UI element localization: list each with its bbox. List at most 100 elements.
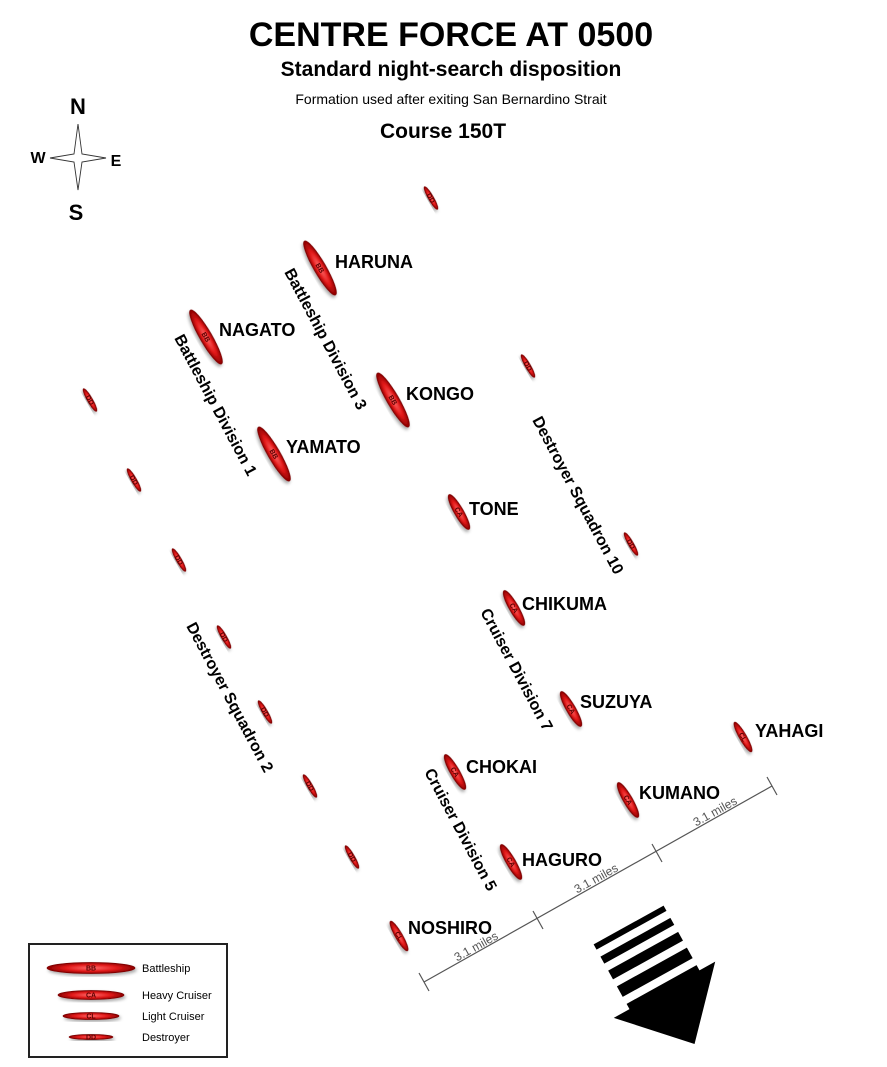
ship-name-label: YAHAGI [755, 721, 823, 741]
compass-star-icon [49, 123, 107, 191]
ship-class-label: DD [522, 360, 533, 372]
ship-class-label: BB [268, 448, 279, 460]
ship-name-label: YAMATO [286, 437, 361, 457]
page-title: CENTRE FORCE AT 0500 [249, 16, 653, 54]
ship-name-label: KUMANO [639, 783, 720, 803]
destroyer: DD [344, 845, 360, 869]
ship-hull [423, 186, 439, 210]
ship-class-label: CA [453, 506, 464, 518]
ship-class-label: DD [218, 631, 229, 643]
ship-name-label: HARUNA [335, 252, 413, 272]
ship-chokai: CA [443, 754, 467, 790]
legend-class: DD [86, 1035, 96, 1042]
distance-scale [418, 776, 778, 992]
compass-rose: N S W E [30, 94, 121, 225]
ship-class-label: DD [84, 394, 95, 406]
ship-class-label: CA [622, 794, 633, 806]
ship-haruna: BB [303, 240, 337, 296]
ship-class-label: BB [200, 331, 211, 343]
ship-class-label: CL [393, 931, 404, 943]
legend-swatch [46, 962, 136, 974]
ship-hull [443, 754, 467, 790]
ship-noshiro: CL [389, 920, 409, 952]
legend-label: Light Cruiser [142, 1011, 205, 1023]
page-description: Formation used after exiting San Bernard… [295, 91, 606, 107]
ship-tone: CA [447, 494, 471, 530]
ship-hull [499, 844, 523, 880]
ship-name-label: CHOKAI [466, 757, 537, 777]
destroyer: DD [216, 625, 232, 649]
course-label: Course 150T [380, 120, 506, 143]
legend-label: Heavy Cruiser [142, 990, 212, 1002]
ship-hull [447, 494, 471, 530]
arrow-stripe [600, 917, 675, 964]
scale-tick [418, 972, 430, 992]
ship-kumano: CA [616, 782, 640, 818]
ship-hull [389, 920, 409, 952]
destroyer: DD [82, 388, 98, 412]
arrow-stripe [616, 947, 693, 997]
ship-nagato: BB [189, 309, 223, 365]
destroyer: DD [423, 186, 439, 210]
ship-hull [126, 468, 142, 492]
ship-class-label: DD [173, 554, 184, 566]
ship-hull [302, 774, 318, 798]
compass-south: S [69, 200, 84, 225]
ship-hull [344, 845, 360, 869]
ship-hull [189, 309, 223, 365]
legend-swatch [62, 1012, 120, 1020]
legend-swatch [68, 1034, 114, 1040]
scale-tick [532, 910, 544, 930]
ship-hull [82, 388, 98, 412]
ship-hull [303, 240, 337, 296]
ship-class-label: DD [625, 538, 636, 550]
ship-class-label: CL [737, 732, 748, 744]
scale-tick [651, 843, 663, 863]
ship-class-label: DD [304, 780, 315, 792]
course-arrow [593, 905, 716, 1044]
ship-hull [216, 625, 232, 649]
compass-west: W [30, 150, 46, 167]
ship-chikuma: CA [502, 590, 526, 626]
legend-class: CL [86, 1014, 96, 1021]
destroyer: DD [302, 774, 318, 798]
destroyer: DD [257, 700, 273, 724]
destroyer: DD [623, 532, 639, 556]
ship-hull [559, 691, 583, 727]
ship-hull [623, 532, 639, 556]
ship-class-label: DD [425, 192, 436, 204]
arrow-stripe [608, 931, 683, 980]
ship-name-label: NOSHIRO [408, 918, 492, 938]
ship-hull [257, 700, 273, 724]
ship-hull [502, 590, 526, 626]
ship-hull [376, 372, 410, 428]
legend-swatch [57, 990, 125, 1000]
ship-class-label: BB [387, 394, 398, 406]
ship-class-label: DD [346, 851, 357, 863]
legend-class: CA [86, 993, 96, 1000]
legend-box [28, 943, 228, 1058]
legend-item: CA Heavy Cruiser [57, 990, 212, 1002]
ship-yamato: BB [257, 426, 291, 482]
scale-line [423, 785, 773, 983]
ship-haguro: CA [499, 844, 523, 880]
ship-class-label: BB [314, 262, 325, 274]
ship-class-label: CA [505, 856, 516, 868]
compass-north: N [70, 94, 86, 119]
ship-class-label: CA [508, 602, 519, 614]
ship-class-label: CA [565, 703, 576, 715]
ship-hull [733, 721, 753, 753]
ship-name-label: NAGATO [219, 320, 295, 340]
ship-name-label: HAGURO [522, 850, 602, 870]
ship-name-label: CHIKUMA [522, 594, 607, 614]
legend-item: CL Light Cruiser [62, 1011, 205, 1023]
ship-hull [520, 354, 536, 378]
legend-class: BB [86, 966, 96, 973]
destroyer: DD [126, 468, 142, 492]
ship-yahagi: CL [733, 721, 753, 753]
destroyer: DD [171, 548, 187, 572]
